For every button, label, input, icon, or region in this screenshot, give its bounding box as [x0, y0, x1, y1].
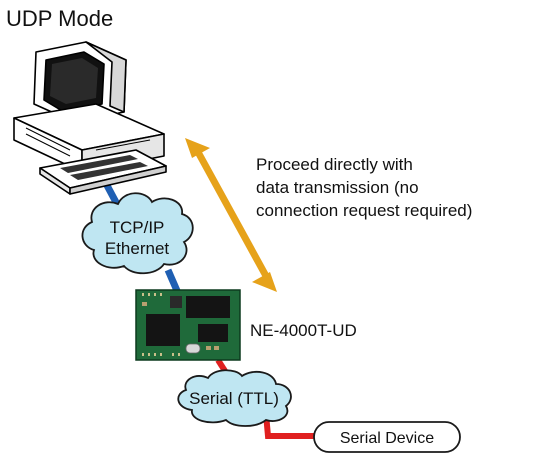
cloud-label-line-1: TCP/IP [110, 218, 165, 237]
serial-ttl-cloud: Serial (TTL) [177, 369, 292, 427]
module-label: NE-4000T-UD [250, 321, 357, 340]
note-line-1: Proceed directly with [256, 155, 413, 174]
serial-device-label: Serial Device [340, 430, 434, 447]
diagram-title: UDP Mode [6, 6, 113, 31]
ethernet-link-lower [164, 268, 182, 295]
note-line-2: data transmission (no [256, 178, 419, 197]
serial-cloud-label: Serial (TTL) [189, 389, 279, 408]
computer-icon [13, 41, 167, 195]
cloud-label-line-2: Ethernet [105, 239, 170, 258]
tcp-ip-ethernet-cloud: TCP/IP Ethernet [81, 192, 194, 275]
serial-device-box: Serial Device [313, 421, 461, 453]
ne-4000t-ud-module-icon [135, 289, 241, 361]
data-transmission-arrow-icon [185, 138, 277, 292]
note-line-3: connection request required) [256, 201, 472, 220]
serial-link-lower [263, 413, 318, 439]
